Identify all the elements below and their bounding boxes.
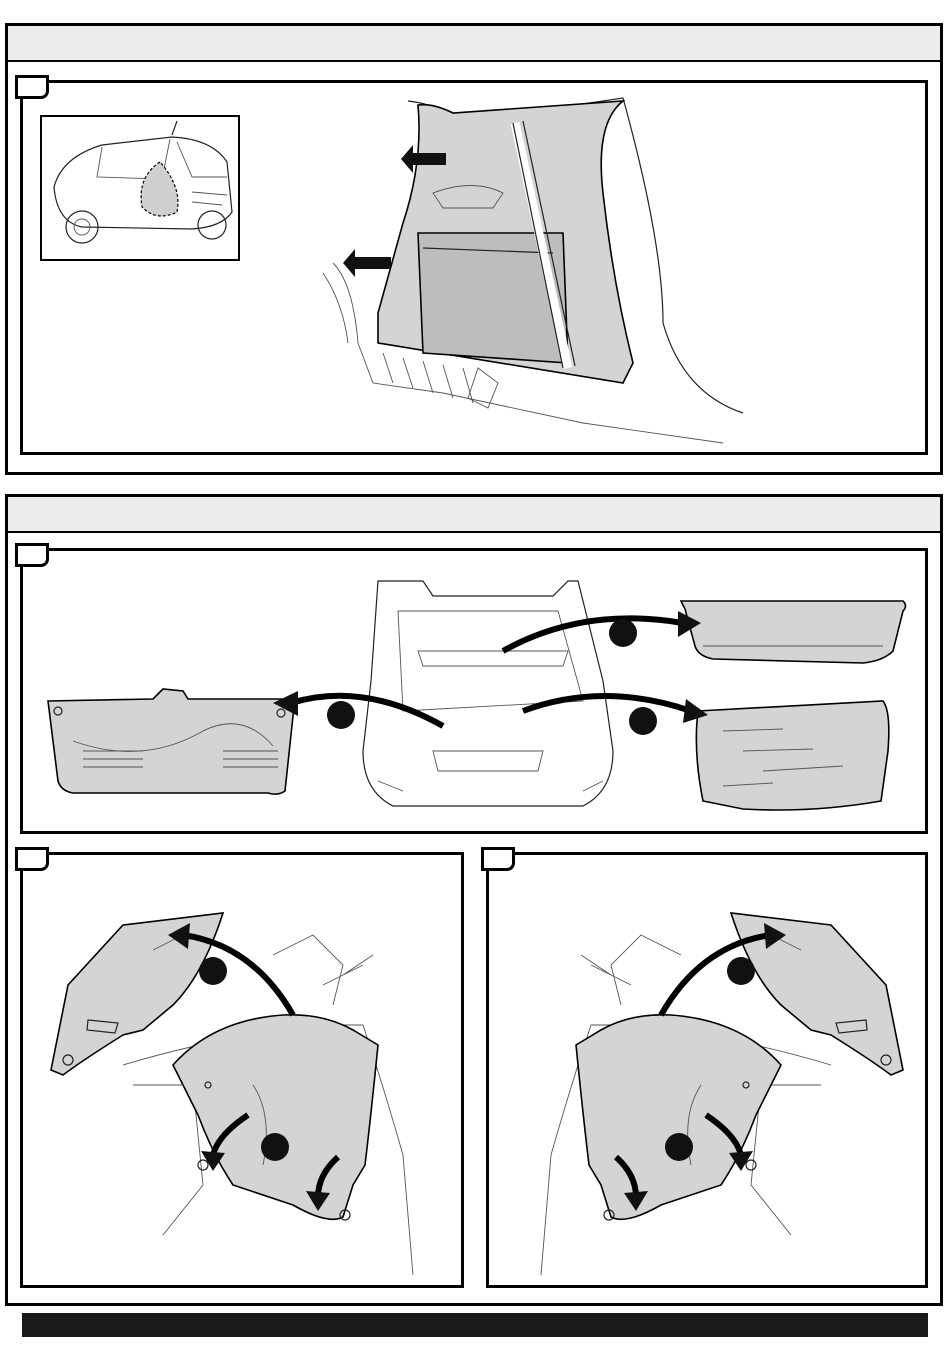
- right-side-trim-removal-illustration: [489, 855, 931, 1291]
- step-4-panel: [486, 852, 928, 1288]
- step-2-panel: [20, 548, 928, 834]
- section-1-header: [8, 26, 940, 62]
- marker-3: [629, 707, 657, 735]
- marker-2: [261, 1133, 289, 1161]
- step-1-panel: [20, 80, 928, 455]
- marker-2: [327, 701, 355, 729]
- marker-1: [727, 957, 755, 985]
- marker-2: [665, 1133, 693, 1161]
- car-rear-three-quarter-illustration: [42, 117, 238, 259]
- luggage-cover-removal-illustration: [23, 551, 931, 837]
- step-1-tab: [15, 75, 49, 99]
- footer-bar: [22, 1313, 928, 1337]
- vehicle-location-inset: [40, 115, 240, 261]
- pull-arrow-lower: [343, 249, 391, 277]
- section-2-header: [8, 497, 940, 533]
- left-side-trim-removal-illustration: [23, 855, 467, 1291]
- pull-arrow-upper: [401, 145, 446, 173]
- marker-1: [609, 619, 637, 647]
- marker-1: [199, 957, 227, 985]
- step-3-panel: [20, 852, 464, 1288]
